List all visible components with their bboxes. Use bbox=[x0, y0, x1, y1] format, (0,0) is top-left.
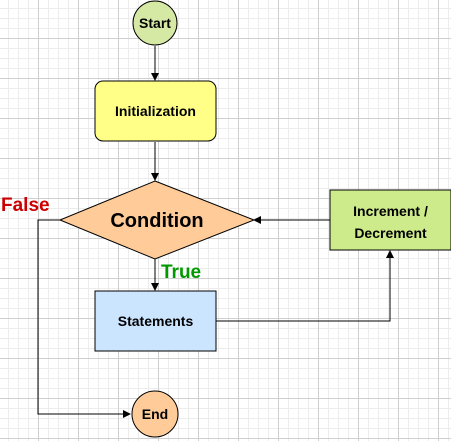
increment-label-line1: Increment / bbox=[353, 203, 428, 219]
start-node bbox=[132, 0, 178, 46]
statements-label: Statements bbox=[118, 313, 194, 329]
init-node bbox=[94, 80, 217, 142]
false-branch-label: False bbox=[1, 195, 50, 216]
init-label: Initialization bbox=[115, 103, 196, 119]
start-label: Start bbox=[139, 15, 171, 31]
increment-node bbox=[329, 189, 451, 251]
condition-node bbox=[58, 180, 256, 260]
arrow-condition-false-to-end bbox=[37, 219, 131, 418]
increment-label-line2: Decrement bbox=[354, 225, 427, 241]
condition-label: Condition bbox=[110, 210, 203, 232]
end-node bbox=[131, 390, 179, 438]
true-branch-label: True bbox=[161, 262, 201, 283]
arrow-statements-to-increment bbox=[216, 250, 394, 322]
statements-node bbox=[94, 290, 217, 352]
end-label: End bbox=[142, 406, 168, 422]
